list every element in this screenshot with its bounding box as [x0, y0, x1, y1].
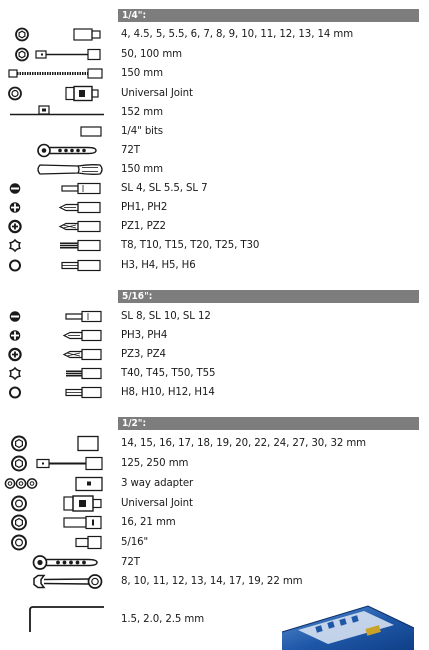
- screwdriver-handle-icon: [37, 164, 103, 175]
- list-item: 1/4" bits: [0, 122, 429, 141]
- toolbox-case-image: [281, 605, 415, 650]
- phillips-bit-icon: [9, 201, 101, 214]
- item-text: T8, T10, T15, T20, T25, T30: [121, 240, 260, 251]
- pozi-bit-icon: [8, 347, 102, 362]
- list-item: 8, 10, 11, 12, 13, 14, 17, 19, 22 mm: [0, 572, 429, 591]
- hex-bit-icon: [9, 386, 102, 399]
- hex-key-icon: [29, 606, 104, 632]
- item-text: 72T: [121, 557, 140, 568]
- torx-bit-icon: [9, 366, 102, 381]
- list-item: Universal Joint: [0, 494, 429, 513]
- list-item: T40, T45, T50, T55: [0, 364, 429, 383]
- item-text: H3, H4, H5, H6: [121, 260, 196, 271]
- item-text: 150 mm: [121, 68, 163, 79]
- item-text: PZ1, PZ2: [121, 221, 166, 232]
- flexible-extension-icon: [8, 68, 103, 79]
- list-item: 1.5, 2.0, 2.5 mm: [0, 604, 429, 636]
- extension-bar-icon: [15, 47, 101, 62]
- hex-socket-icon: [11, 435, 99, 452]
- item-text: 4, 4.5, 5, 5.5, 6, 7, 8, 9, 10, 11, 12, …: [121, 29, 354, 40]
- list-item: H3, H4, H5, H6: [0, 256, 429, 275]
- adapter-icon: [11, 534, 102, 551]
- list-item: 72T: [0, 141, 429, 160]
- universal-joint-icon: [11, 495, 102, 512]
- pozi-bit-icon: [8, 219, 101, 234]
- list-item: SL 4, SL 5.5, SL 7: [0, 179, 429, 198]
- item-text: 1/4" bits: [121, 126, 164, 137]
- item-text: PZ3, PZ4: [121, 349, 166, 360]
- bit-icon: [80, 126, 102, 137]
- item-text: SL 4, SL 5.5, SL 7: [121, 183, 208, 194]
- list-item: 4, 4.5, 5, 5.5, 6, 7, 8, 9, 10, 11, 12, …: [0, 25, 429, 44]
- item-text: 50, 100 mm: [121, 49, 182, 60]
- list-item: SL 8, SL 10, SL 12: [0, 307, 429, 326]
- item-text: 3 way adapter: [121, 478, 194, 489]
- list-item: 125, 250 mm: [0, 454, 429, 473]
- item-text: 14, 15, 16, 17, 18, 19, 20, 22, 24, 27, …: [121, 438, 366, 449]
- three-way-adapter-icon: [4, 476, 103, 492]
- list-item: T8, T10, T15, T20, T25, T30: [0, 236, 429, 255]
- section-header-quarter-inch: 1/4":: [118, 9, 419, 22]
- universal-joint-icon: [8, 85, 99, 102]
- item-text: 1.5, 2.0, 2.5 mm: [121, 614, 205, 625]
- item-text: SL 8, SL 10, SL 12: [121, 311, 211, 322]
- list-item: 14, 15, 16, 17, 18, 19, 20, 22, 24, 27, …: [0, 434, 429, 453]
- list-item: 3 way adapter: [0, 474, 429, 493]
- combination-wrench-icon: [33, 574, 103, 589]
- phillips-bit-icon: [9, 329, 102, 342]
- list-item: PZ3, PZ4: [0, 345, 429, 364]
- item-text: 8, 10, 11, 12, 13, 14, 17, 19, 22 mm: [121, 576, 303, 587]
- torx-bit-icon: [9, 238, 101, 253]
- list-item: 50, 100 mm: [0, 45, 429, 64]
- list-item: Universal Joint: [0, 84, 429, 103]
- list-item: PH3, PH4: [0, 326, 429, 345]
- item-text: 16, 21 mm: [121, 517, 176, 528]
- list-item: 152 mm: [0, 103, 429, 122]
- list-item: 5/16": [0, 533, 429, 552]
- list-item: 150 mm: [0, 160, 429, 179]
- hex-socket-icon: [15, 27, 101, 42]
- extension-bar-icon: [11, 455, 103, 472]
- slotted-bit-icon: [9, 182, 101, 195]
- item-text: 5/16": [121, 537, 149, 548]
- ratchet-icon: [37, 143, 97, 158]
- spark-plug-socket-icon: [11, 514, 102, 531]
- item-text: 150 mm: [121, 164, 163, 175]
- section-header-half-inch: 1/2":: [118, 417, 419, 430]
- item-text: H8, H10, H12, H14: [121, 387, 215, 398]
- item-text: 72T: [121, 145, 140, 156]
- list-item: 150 mm: [0, 64, 429, 83]
- item-text: 152 mm: [121, 107, 163, 118]
- item-text: PH1, PH2: [121, 202, 168, 213]
- list-item: PZ1, PZ2: [0, 217, 429, 236]
- list-item: 72T: [0, 553, 429, 572]
- list-item: 16, 21 mm: [0, 513, 429, 532]
- item-text: Universal Joint: [121, 498, 193, 509]
- item-text: 125, 250 mm: [121, 458, 189, 469]
- ratchet-icon: [32, 555, 98, 570]
- hex-bit-icon: [9, 259, 101, 272]
- section-header-five-sixteenth: 5/16":: [118, 290, 419, 303]
- item-text: T40, T45, T50, T55: [121, 368, 216, 379]
- item-text: PH3, PH4: [121, 330, 168, 341]
- slotted-bit-icon: [9, 310, 102, 323]
- item-text: Universal Joint: [121, 88, 193, 99]
- t-handle-icon: [10, 105, 104, 116]
- list-item: PH1, PH2: [0, 198, 429, 217]
- list-item: H8, H10, H12, H14: [0, 383, 429, 402]
